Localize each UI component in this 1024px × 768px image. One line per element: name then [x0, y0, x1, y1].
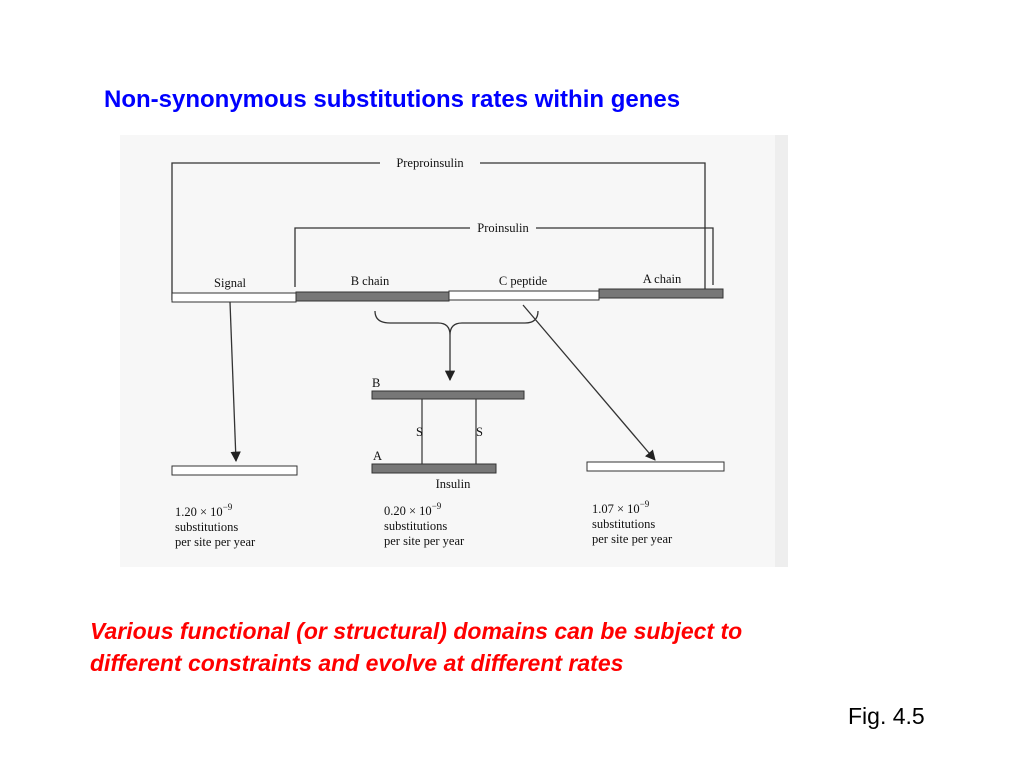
insulin-a-label: A [373, 449, 382, 463]
insulin-diagram: Preproinsulin Proinsulin Signal B chain … [120, 135, 788, 567]
rate-insulin-unit: substitutions [384, 519, 447, 533]
rate-signal-value: 1.20 × 10−9 [175, 502, 233, 519]
b-chain-label: B chain [351, 274, 390, 288]
slide-caption: Various functional (or structural) domai… [90, 615, 970, 679]
figure-label: Fig. 4.5 [848, 703, 925, 729]
rate-c-peptide-unit-2: per site per year [592, 532, 673, 546]
isolated-signal-peptide [171, 465, 298, 476]
s-bond-left: S [416, 425, 423, 439]
a-chain-label: A chain [643, 272, 682, 286]
insulin-b-chain [371, 390, 525, 400]
signal-segment [171, 292, 297, 303]
rate-signal-unit-2: per site per year [175, 535, 256, 549]
arrow-signal [229, 301, 241, 463]
insulin-b-label: B [372, 376, 380, 390]
scan-edge [775, 135, 788, 567]
rate-signal-unit: substitutions [175, 520, 238, 534]
isolated-c-peptide [586, 461, 725, 472]
a-chain-segment [598, 288, 724, 299]
b-chain-segment [295, 291, 450, 302]
rate-c-peptide-unit: substitutions [592, 517, 655, 531]
slide-title: Non-synonymous substitutions rates withi… [104, 86, 681, 113]
insulin-a-chain [371, 463, 497, 474]
caption-line-1: Various functional (or structural) domai… [90, 618, 743, 644]
c-peptide-label: C peptide [499, 274, 548, 288]
insulin-figure: Preproinsulin Proinsulin Signal B chain … [120, 135, 788, 567]
preproinsulin-bracket [171, 162, 706, 300]
rate-insulin-unit-2: per site per year [384, 534, 465, 548]
signal-label: Signal [214, 276, 246, 290]
rate-c-peptide-value: 1.07 × 10−9 [592, 499, 650, 516]
s-bond-right: S [476, 425, 483, 439]
arrow-c-peptide [522, 304, 656, 461]
insulin-name: Insulin [436, 477, 471, 491]
c-peptide-segment [448, 290, 600, 301]
preproinsulin-label: Preproinsulin [396, 156, 464, 170]
proinsulin-label: Proinsulin [477, 221, 529, 235]
caption-line-2: different constraints and evolve at diff… [90, 650, 624, 676]
proinsulin-bracket [294, 227, 714, 287]
rate-insulin-value: 0.20 × 10−9 [384, 501, 442, 518]
scan-background [120, 135, 788, 567]
